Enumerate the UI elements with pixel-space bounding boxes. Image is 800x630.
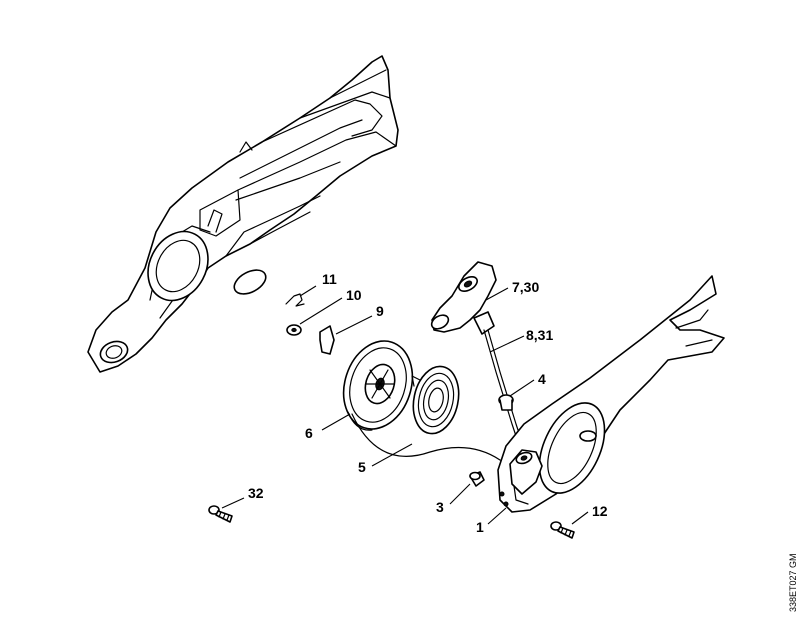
part-7-starter-grip [430, 261, 497, 335]
part-6-rope-rotor [342, 340, 414, 431]
callout-7-30: 7,30 [512, 279, 539, 295]
callout-6: 6 [305, 425, 313, 441]
part-10-washer [286, 324, 302, 336]
callout-5: 5 [358, 459, 366, 475]
callout-32: 32 [248, 485, 264, 501]
leader-lines [221, 285, 589, 525]
reference-code: 338ET027 GM [788, 553, 798, 612]
callout-3: 3 [436, 499, 444, 515]
upper-housing-part [87, 55, 399, 373]
callout-12: 12 [592, 503, 608, 519]
callout-9: 9 [376, 303, 384, 319]
part-11-clip [285, 293, 305, 307]
part-3-bushing [469, 471, 485, 487]
callout-11: 11 [322, 271, 337, 287]
callout-4: 4 [538, 371, 546, 387]
part-32-screw [208, 505, 233, 523]
callout-10: 10 [346, 287, 362, 303]
callout-8-31: 8,31 [526, 327, 553, 343]
part-5-rewind-spring [351, 365, 501, 461]
callout-1: 1 [476, 519, 484, 535]
part-12-screw [550, 521, 575, 539]
part-9-pawl [319, 325, 335, 355]
part-1-fan-housing [497, 275, 725, 513]
part-4-rope-guide [498, 394, 514, 411]
